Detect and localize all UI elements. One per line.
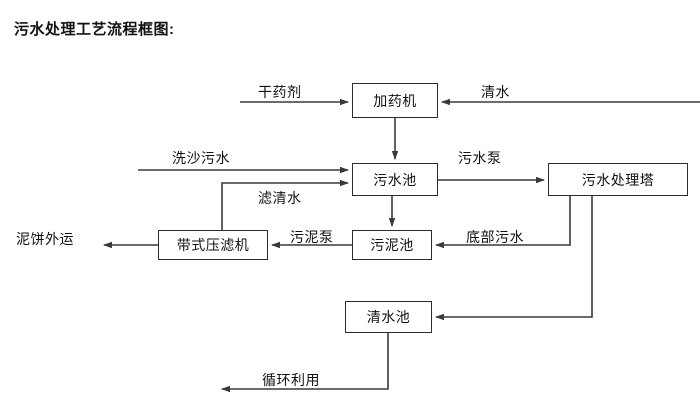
connector-clear-water-pool-to-recycle <box>221 333 389 393</box>
node-clear-water-pool[interactable]: 清水池 <box>345 301 432 333</box>
node-label: 污泥池 <box>370 237 414 253</box>
node-label: 加药机 <box>373 92 417 109</box>
connector-tower-to-clear-water-pool <box>435 196 593 321</box>
connector-filter-press-to-sewage-pool <box>221 179 349 230</box>
node-dosing-machine[interactable]: 加药机 <box>352 83 438 118</box>
node-sludge-pool[interactable]: 污泥池 <box>352 230 432 260</box>
edge-label-sludge-pump: 污泥泵 <box>290 229 334 245</box>
edge-label-sand-wash-sewage: 洗沙污水 <box>172 150 230 166</box>
connector-tower-to-sludge-pool <box>435 196 571 249</box>
node-belt-filter-press[interactable]: 带式压滤机 <box>158 230 268 260</box>
terminal-label-mud-cake-out: 泥饼外运 <box>16 231 74 247</box>
node-label: 污水池 <box>373 171 417 188</box>
node-treatment-tower[interactable]: 污水处理塔 <box>548 163 688 196</box>
edge-label-recycle-use: 循环利用 <box>262 372 320 388</box>
node-label: 清水池 <box>366 309 411 325</box>
edge-label-clean-water: 清水 <box>481 84 510 100</box>
edge-label-sewage-pump: 污水泵 <box>458 150 502 166</box>
edge-label-filtered-water: 滤清水 <box>258 190 302 206</box>
page-title: 污水处理工艺流程框图: <box>14 21 175 38</box>
node-label: 带式压滤机 <box>176 237 250 253</box>
node-label: 污水处理塔 <box>581 171 655 188</box>
node-sewage-pool[interactable]: 污水池 <box>352 163 438 196</box>
edge-label-dry-chemical: 干药剂 <box>258 84 302 100</box>
edge-label-bottom-sewage: 底部污水 <box>466 229 524 245</box>
